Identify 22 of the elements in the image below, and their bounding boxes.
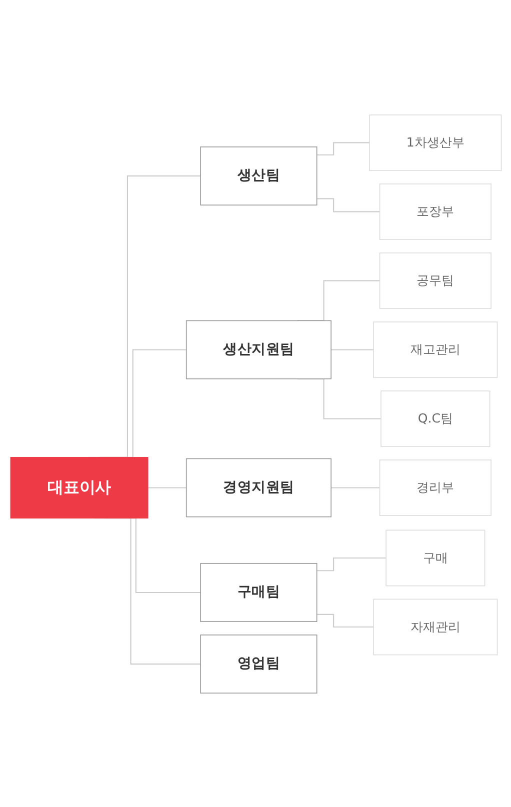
node-box: 경영지원팀 [185,458,331,517]
node-box: 생산지원팀 [185,320,331,379]
node-box: 공무팀 [378,252,491,308]
node-box: 대표이사 [10,456,148,518]
node-box: 구매팀 [200,562,317,622]
node-box: 1차생산부 [368,114,502,170]
node-box: 포장부 [378,183,491,240]
connector [316,556,386,571]
connector [330,486,380,488]
node-box: 영업팀 [200,634,317,694]
node-box: 자재관리 [372,598,498,655]
connector [330,348,374,350]
connector [316,142,370,155]
connector [147,486,186,488]
connector [296,378,381,419]
node-box: 경리부 [378,459,491,516]
node-box: 재고관리 [372,321,498,378]
connector [316,613,374,628]
node-box: Q.C팀 [380,390,490,446]
node-box: 구매 [385,529,485,586]
connector [316,198,380,212]
node-box: 생산팀 [200,146,317,205]
